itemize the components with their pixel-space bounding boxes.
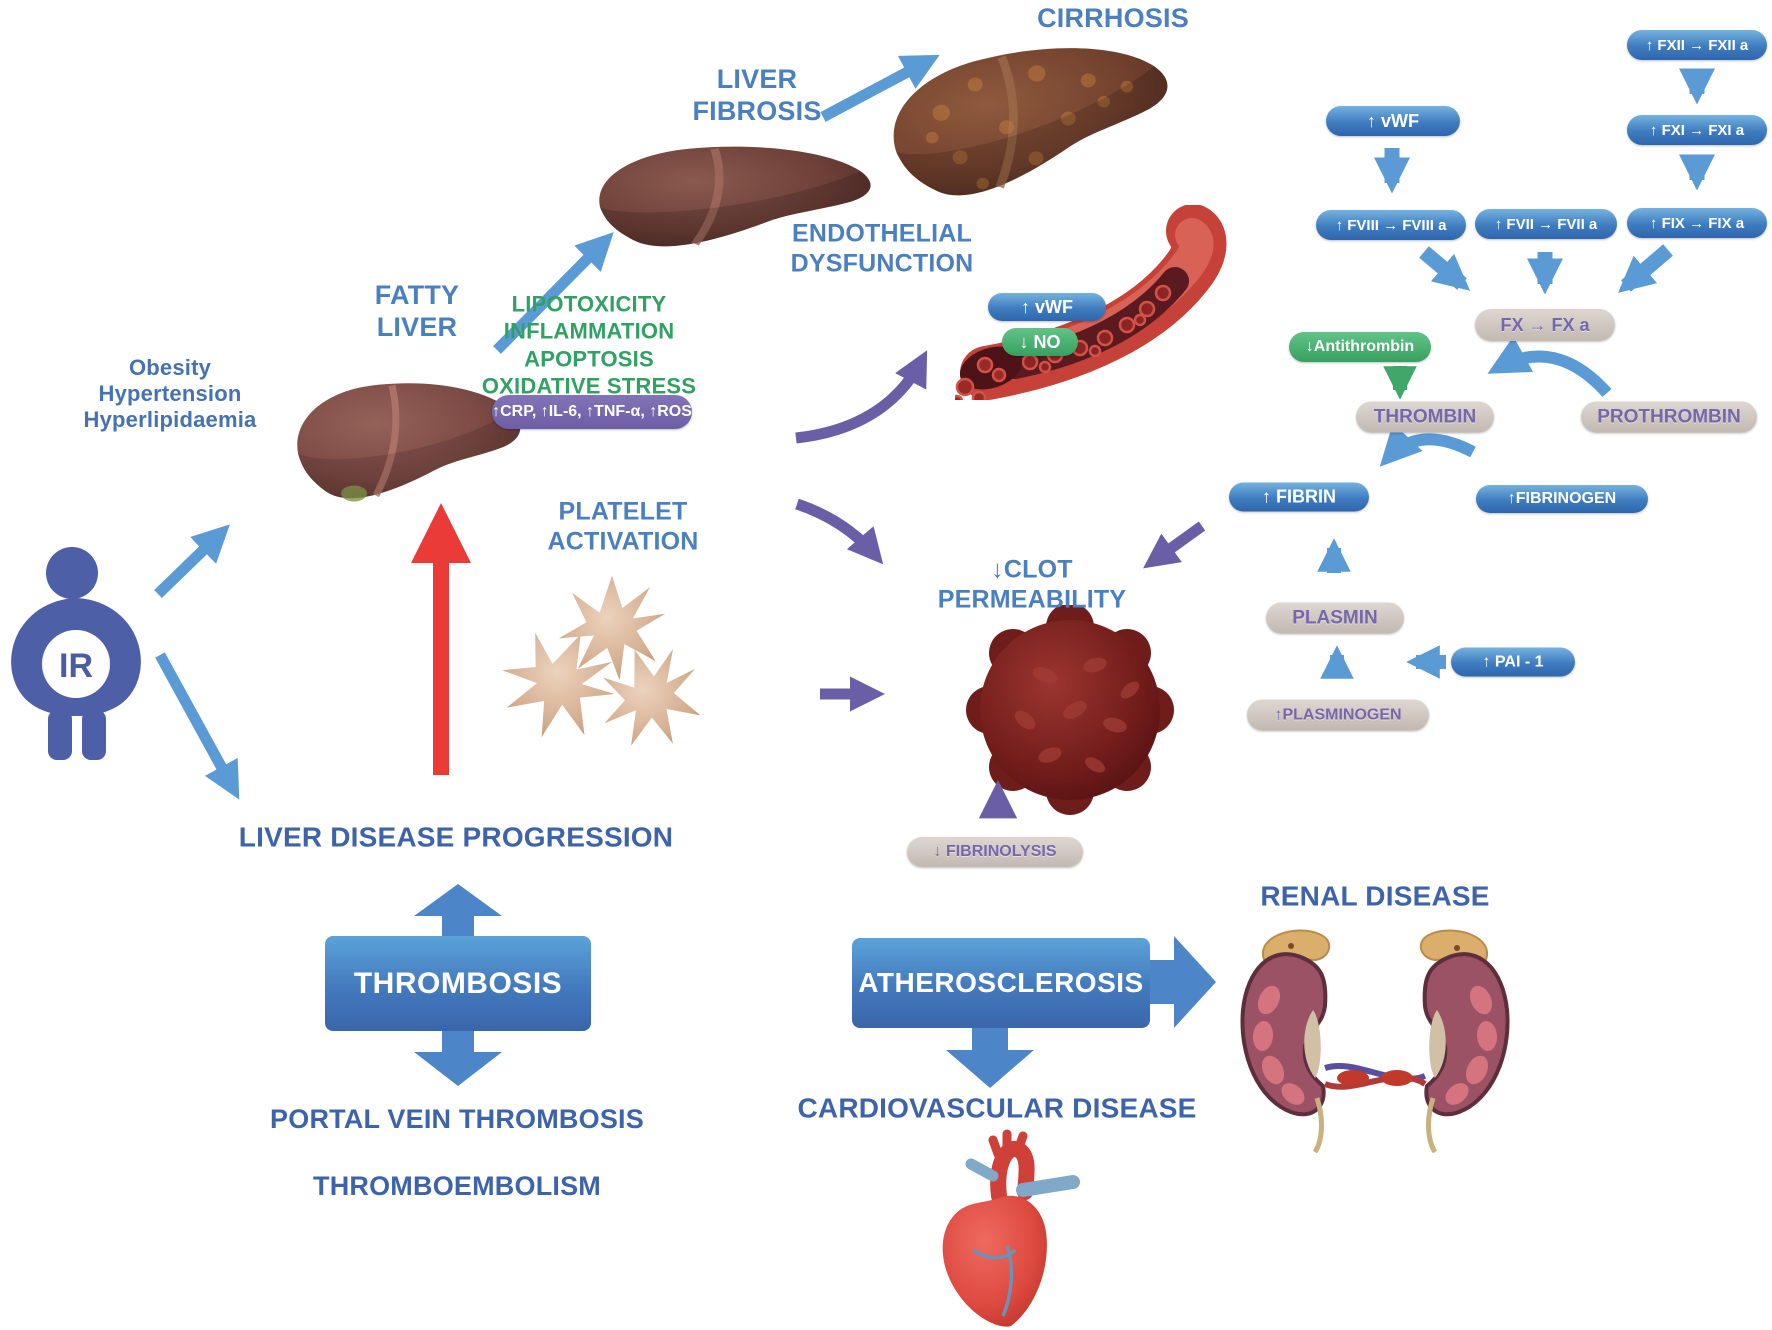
- cirrhosis-label: CIRRHOSIS: [1037, 3, 1189, 34]
- fibrin-pill: ↑ FIBRIN: [1229, 482, 1369, 512]
- arrow-fibrin-to-clot: [1143, 521, 1206, 569]
- ir-label: IR: [59, 647, 93, 685]
- arrow-thrombin-to-fibrin: [1379, 423, 1476, 467]
- cardiovascular-disease-label: CARDIOVASCULAR DISEASE: [797, 1092, 1197, 1124]
- mechanisms-label: LIPOTOXICITY INFLAMMATION APOPTOSIS OXID…: [481, 291, 697, 399]
- kidneys-illustration: [1240, 929, 1510, 1153]
- fvii-pill: ↑ FVII → FVII a: [1475, 209, 1617, 239]
- vwf-vessel-pill: ↑ vWF: [988, 293, 1106, 321]
- fibrinolysis-pill: ↓ FIBRINOLYSIS: [907, 837, 1083, 867]
- plasminogen-pill: ↑PLASMINOGEN: [1247, 699, 1429, 731]
- fatty-liver-illustration: [297, 383, 521, 502]
- arrow-thrombosis-up: [414, 884, 502, 940]
- liver-disease-progression-label: LIVER DISEASE PROGRESSION: [238, 821, 674, 853]
- portal-vein-thrombosis-label: PORTAL VEIN THROMBOSIS: [270, 1104, 644, 1135]
- renal-disease-label: RENAL DISEASE: [1260, 880, 1490, 912]
- thromboembolism-label: THROMBOEMBOLISM: [313, 1171, 601, 1202]
- cirrhotic-liver-illustration: [893, 48, 1168, 196]
- endothelial-dysfunction-label: ENDOTHELIAL DYSFUNCTION: [790, 219, 974, 278]
- no-pill: ↓ NO: [1002, 328, 1078, 356]
- thrombin-pill: THROMBIN: [1356, 401, 1494, 433]
- pai1-pill: ↑ PAI - 1: [1451, 647, 1575, 677]
- liver-fibrosis-label: LIVER FIBROSIS: [692, 64, 822, 126]
- plasmin-pill: PLASMIN: [1266, 602, 1404, 634]
- arrow-disease-progression-red: [411, 503, 471, 775]
- blood-clot-illustration: [966, 605, 1174, 815]
- arrow-prothrombin-to-thrombin: [1487, 336, 1612, 398]
- fviii-pill: ↑ FVIII → FVIII a: [1316, 210, 1466, 240]
- atherosclerosis-box: ATHEROSCLEROSIS: [852, 938, 1150, 1028]
- platelets-illustration: [502, 575, 701, 746]
- fx-pill: FX → FX a: [1475, 309, 1615, 341]
- fxi-pill: ↑ FXI → FXI a: [1627, 115, 1767, 145]
- arrow-atherosclerosis-down: [946, 1024, 1034, 1088]
- vwf-top-pill: ↑ vWF: [1326, 106, 1460, 136]
- arrow-thrombosis-down: [414, 1026, 502, 1086]
- fibrinogen-pill: ↑FIBRINOGEN: [1476, 485, 1648, 513]
- fix-pill: ↑ FIX → FIX a: [1627, 208, 1767, 238]
- antithrombin-pill: ↓Antithrombin: [1289, 332, 1431, 362]
- arrow-crp-to-vessel: [795, 350, 928, 444]
- fatty-liver-label: FATTY LIVER: [374, 280, 460, 342]
- arrow-atherosclerosis-right: [1148, 936, 1216, 1028]
- inflammation-markers-pill: ↑CRP, ↑IL-6, ↑TNF-α, ↑ROS: [492, 395, 692, 429]
- thrombosis-box: THROMBOSIS: [325, 936, 591, 1031]
- arrow-crp-to-clot: [795, 498, 884, 565]
- arrow-fviii-to-fx: [1419, 246, 1471, 291]
- clot-permeability-label: ↓CLOT PERMEABILITY: [937, 555, 1127, 614]
- platelet-activation-label: PLATELET ACTIVATION: [547, 497, 699, 556]
- fxii-pill: ↑ FXII → FXII a: [1627, 30, 1767, 60]
- prothrombin-pill: PROTHROMBIN: [1581, 401, 1757, 433]
- risk-factors-label: Obesity Hypertension Hyperlipidaemia: [83, 355, 257, 432]
- heart-illustration: [942, 1129, 1080, 1327]
- fibrotic-liver-illustration: [599, 146, 871, 247]
- arrow-fix-to-fx: [1618, 244, 1673, 293]
- obese-person-icon: IR: [11, 547, 141, 760]
